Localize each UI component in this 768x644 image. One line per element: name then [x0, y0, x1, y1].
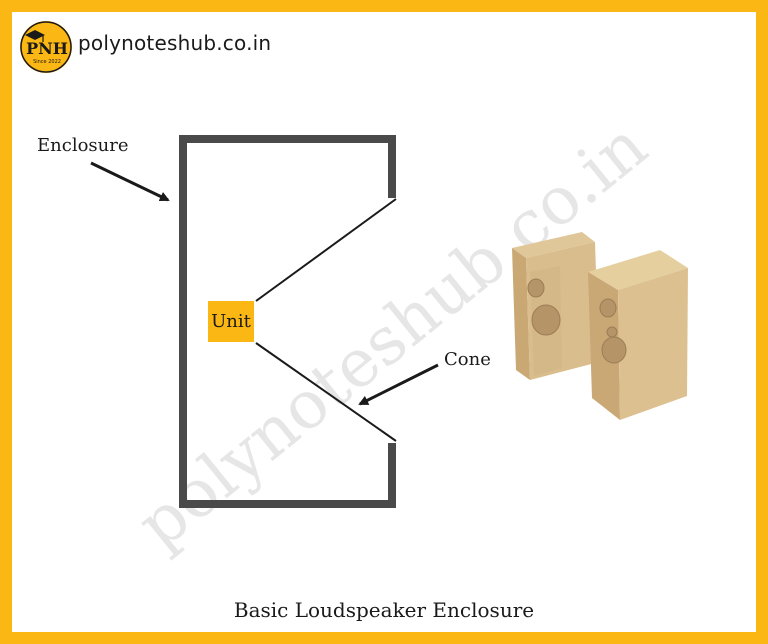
pnh-logo: PNH Since 2022: [20, 21, 72, 73]
logo-graphic: PNH Since 2022: [20, 21, 72, 73]
cone-upper-line: [255, 198, 397, 302]
logo-text: PNH: [26, 39, 68, 58]
cone-lower-line: [255, 342, 397, 442]
diagram-caption: Basic Loudspeaker Enclosure: [233, 598, 535, 622]
graduation-cap-icon: [25, 30, 45, 40]
cone-arrow: [358, 363, 439, 406]
site-name: polynoteshub.co.in: [78, 31, 272, 55]
logo-subtext: Since 2022: [33, 59, 61, 65]
unit-label-box: Unit: [208, 301, 254, 342]
unit-label: Unit: [211, 311, 251, 332]
enclosure-arrow: [90, 161, 170, 202]
speaker-cabinet-left: [512, 232, 599, 380]
cone-label: Cone: [444, 349, 491, 370]
speaker-cabinet-right: [588, 250, 688, 420]
enclosure-wall: [179, 135, 396, 508]
enclosure-label: Enclosure: [37, 135, 129, 156]
speaker-cabinets-image: [512, 232, 688, 420]
